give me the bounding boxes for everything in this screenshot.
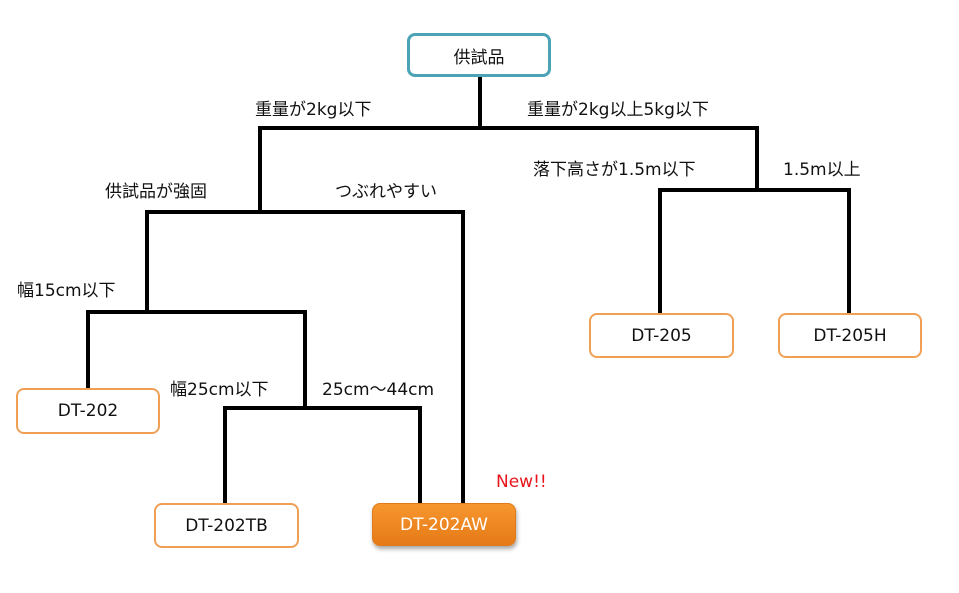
branch-width15: 幅15cm以下 (17, 281, 116, 301)
product-label: DT-205H (813, 325, 887, 346)
product-dt-205: DT-205 (589, 313, 734, 358)
root-label: 供試品 (453, 47, 505, 68)
branch-weight-mid: 重量が2kg以上5kg以下 (527, 100, 709, 120)
branch-width25: 幅25cm以下 (170, 380, 269, 400)
branch-weight-light: 重量が2kg以下 (255, 100, 372, 120)
product-dt-202tb: DT-202TB (154, 503, 299, 548)
new-badge: New!! (496, 472, 547, 492)
root-node: 供試品 (407, 33, 551, 77)
product-label: DT-205 (631, 325, 692, 346)
product-dt-202: DT-202 (16, 388, 160, 434)
branch-sturdy: 供試品が強固 (105, 182, 207, 202)
branch-fragile: つぶれやすい (335, 182, 437, 202)
product-dt-202aw: DT-202AW (372, 503, 516, 546)
branch-drop-high: 1.5m以上 (783, 160, 861, 180)
product-label: DT-202AW (399, 514, 488, 535)
branch-drop-low: 落下高さが1.5m以下 (533, 160, 696, 180)
product-label: DT-202 (57, 401, 119, 421)
product-label: DT-202TB (185, 515, 268, 536)
product-dt-205h: DT-205H (778, 313, 922, 358)
branch-width25-44: 25cm〜44cm (322, 380, 435, 400)
